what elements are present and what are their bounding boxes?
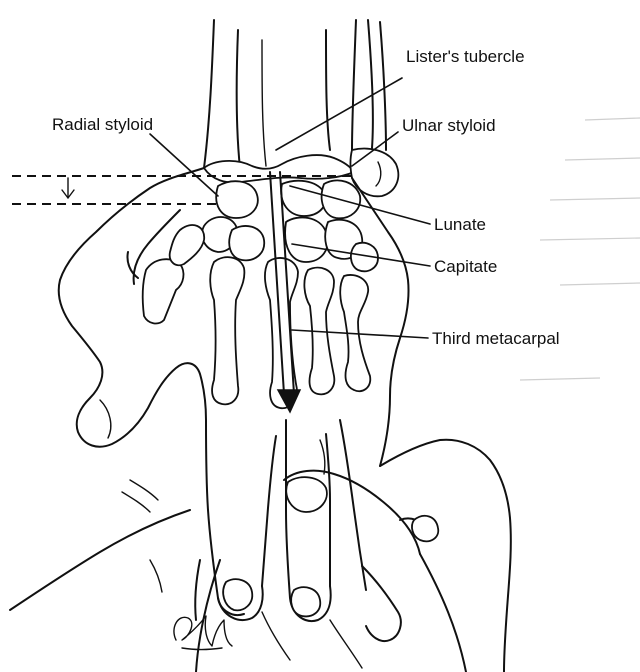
leader-third-metacarpal (291, 329, 429, 339)
label-radial-styloid: Radial styloid (52, 115, 153, 134)
label-capitate: Capitate (434, 257, 497, 276)
leader-ulnar-styloid (351, 131, 399, 167)
hand-outline (57, 167, 410, 621)
leader-lunate (289, 185, 431, 225)
leader-listers-tubercle (275, 77, 403, 151)
cuff-lines (9, 479, 221, 672)
leader-radial-styloid (149, 133, 219, 197)
down-arrow-icon (61, 177, 75, 199)
examiner-hand (261, 438, 512, 672)
leader-capitate (291, 243, 431, 267)
reference-dashed-lines (12, 175, 356, 205)
background-ghost-lines (519, 117, 640, 381)
axis-arrow (269, 171, 302, 414)
arrowhead-icon (276, 389, 302, 414)
artist-signature (173, 615, 233, 651)
forearm (203, 19, 387, 169)
label-listers-tubercle: Lister's tubercle (406, 47, 525, 66)
leader-lines (149, 77, 431, 339)
label-lunate: Lunate (434, 215, 486, 234)
label-ulnar-styloid: Ulnar styloid (402, 116, 496, 135)
fingers (217, 419, 367, 622)
labels: Lister's tubercle Radial styloid Ulnar s… (52, 47, 560, 348)
label-third-metacarpal: Third metacarpal (432, 329, 560, 348)
